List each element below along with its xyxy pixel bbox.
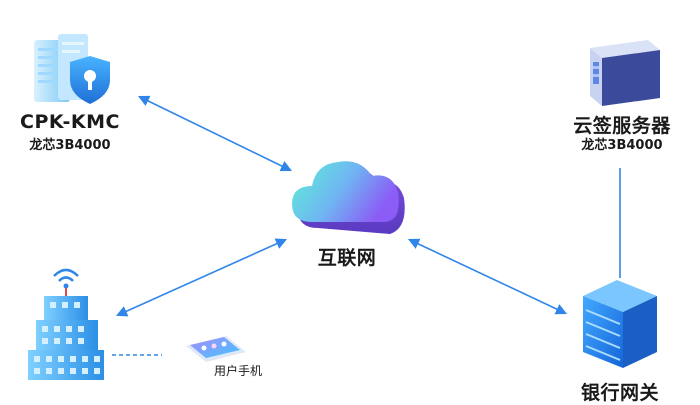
internet-label: 互联网	[317, 247, 377, 269]
building-wifi-icon	[28, 268, 104, 380]
cloud-icon	[292, 161, 405, 234]
kmc-name-label: CPK-KMC	[20, 111, 120, 133]
arrow-kmc-internet	[137, 95, 293, 172]
shield-server-icon	[34, 34, 110, 104]
cloud-sign-chip-label: 龙芯3B4000	[581, 138, 663, 153]
arrow-internet-user	[115, 238, 288, 317]
arrow-internet-bank	[407, 238, 568, 315]
cloud-sign-name-label: 云签服务器	[573, 115, 671, 137]
user-phone-label: 用户手机	[214, 364, 263, 378]
kmc-chip-label: 龙芯3B4000	[29, 138, 111, 153]
phone-icon	[186, 336, 246, 362]
server-rack-icon	[583, 280, 657, 368]
server-icon	[590, 40, 660, 106]
bank-gateway-label: 银行网关	[580, 382, 660, 404]
